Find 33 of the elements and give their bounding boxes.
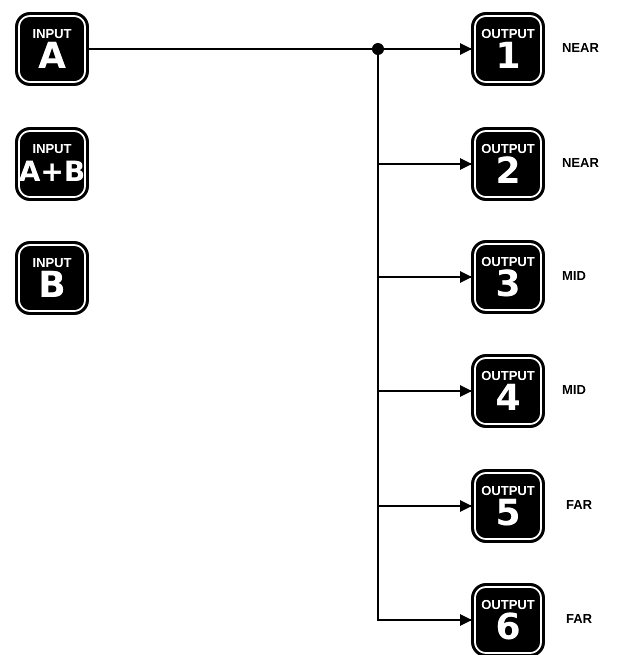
range-label: MID — [562, 268, 586, 283]
labeled-box — [15, 241, 89, 315]
box-heading: OUTPUT — [481, 368, 535, 382]
range-label: MID — [562, 382, 586, 397]
box-label: 1 — [495, 40, 521, 74]
labeled-box — [471, 583, 545, 655]
box-heading: INPUT — [32, 256, 72, 268]
box-label: 3 — [495, 268, 521, 302]
box-heading: OUTPUT — [481, 484, 535, 496]
box-label: 6 — [495, 610, 521, 644]
box-heading: INPUT — [32, 26, 72, 40]
labeled-box — [15, 12, 89, 86]
box-label: B — [38, 268, 66, 302]
box-label: 4 — [495, 382, 521, 416]
box-label: 2 — [495, 154, 521, 188]
box-heading: OUTPUT — [481, 142, 535, 154]
labeled-box — [471, 127, 545, 201]
labeled-box — [471, 12, 545, 86]
box-heading: OUTPUT — [481, 598, 535, 610]
range-label: FAR — [566, 497, 592, 512]
labeled-box — [15, 127, 89, 201]
range-label: NEAR — [562, 40, 599, 55]
labeled-box — [471, 240, 545, 314]
range-label: FAR — [566, 611, 592, 626]
labeled-box — [471, 354, 545, 428]
range-label: NEAR — [562, 155, 599, 170]
box-label: A — [38, 40, 66, 74]
box-label: A+B — [18, 154, 86, 188]
box-heading: INPUT — [32, 142, 72, 154]
box-heading: OUTPUT — [481, 26, 535, 40]
box-label: 5 — [495, 496, 521, 530]
labeled-box — [471, 469, 545, 543]
box-heading: OUTPUT — [481, 254, 535, 268]
